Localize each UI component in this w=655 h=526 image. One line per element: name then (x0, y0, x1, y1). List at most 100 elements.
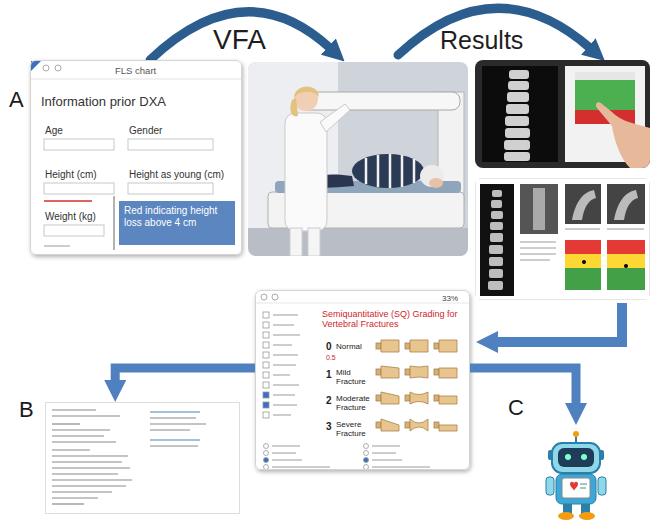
vertebra-figure (376, 392, 399, 404)
vfa-photo (320, 104, 350, 132)
results-screen-photo (575, 80, 635, 110)
vertebra-figure (405, 369, 410, 375)
zoom-level: 33% (442, 294, 458, 303)
results-report-image (582, 260, 586, 264)
field-label: Height (cm) (45, 169, 97, 181)
results-screen-photo (504, 70, 530, 161)
sq-grading-form (264, 465, 269, 470)
flow-arrow (498, 303, 622, 342)
results-report-image (491, 200, 502, 208)
report-page (52, 473, 118, 474)
vertebra-figure (405, 422, 410, 428)
results-report-image (489, 245, 503, 254)
robot-illustration (598, 477, 606, 495)
sq-grading-form (264, 451, 269, 456)
results-screen-photo (475, 60, 650, 168)
report-page (52, 455, 128, 456)
results-screen-photo (482, 66, 558, 162)
robot-illustration (546, 431, 606, 520)
sq-grading-form (273, 315, 300, 415)
results-report-image (565, 229, 600, 230)
sq-grading-form (272, 459, 302, 461)
vfa-photo (290, 228, 302, 256)
vertebra-figure (405, 343, 410, 349)
report-page (52, 441, 116, 442)
curved-arrow (398, 8, 590, 55)
robot-illustration (558, 448, 594, 467)
vertebra-figure (434, 422, 457, 431)
flow-arrow (498, 303, 622, 342)
results-report-image (624, 264, 628, 268)
report-page (52, 415, 120, 416)
fls-chart-form (30, 60, 242, 255)
sq-grading-form (372, 445, 400, 447)
vertebra-figure (405, 395, 410, 401)
fls-chart-form (44, 200, 92, 202)
vertebra-figure (376, 395, 381, 401)
sq-grading-form (364, 458, 369, 463)
vfa-photo (248, 228, 468, 256)
robot-illustration (558, 512, 574, 520)
report-page (52, 410, 206, 504)
sq-grading-form (264, 444, 269, 449)
report-page (52, 491, 112, 492)
results-screen-photo (506, 104, 529, 114)
vertebra-figure (439, 425, 457, 431)
sq-grading-form (364, 451, 369, 456)
report-page (150, 429, 190, 430)
results-screen-photo (505, 116, 529, 126)
grade-number: 3 (326, 421, 332, 433)
results-report-image (565, 184, 601, 224)
section-heading: Information prior DXA (41, 95, 166, 110)
vfa-photo (377, 155, 380, 187)
robot-illustration (581, 454, 587, 460)
sq-grading-form (272, 466, 330, 468)
vfa-photo (308, 228, 320, 256)
report-page (150, 417, 196, 418)
panel-letter: A (9, 87, 24, 112)
vertebra-figure (405, 366, 428, 378)
sq-grading-form (273, 414, 291, 416)
results-report-image (607, 240, 645, 254)
robot-illustration (573, 431, 579, 437)
vertebra-figure (410, 366, 428, 378)
sq-grading-form (261, 294, 267, 300)
sq-grading-window: 33%Semiquantitative (SQ) Grading for Ver… (255, 290, 470, 470)
results-report-image (492, 190, 502, 197)
sq-grading-form (263, 312, 269, 318)
sq-grading-form (273, 344, 292, 346)
results-report-image (565, 240, 601, 254)
report-page (52, 503, 84, 504)
sq-grading-form (372, 466, 430, 468)
panel-letter: B (19, 397, 34, 422)
vertebra-figure (434, 395, 457, 404)
fls-chart-form (44, 183, 114, 194)
vertebra-figure (439, 396, 457, 404)
vfa-photo (248, 62, 468, 256)
window-title: FLS chart (115, 66, 156, 77)
robot-illustration (562, 478, 590, 498)
field-label: Gender (129, 125, 162, 137)
robot-illustration (552, 443, 600, 473)
note-box: Red indicating height loss above 4 cm (119, 201, 235, 245)
report-page (150, 445, 198, 446)
results-report-image (488, 281, 503, 290)
sq-grading-form (372, 459, 402, 461)
sq-grading-form (256, 303, 469, 304)
sq-grading-form (255, 290, 470, 470)
robot-figure: C (538, 425, 614, 522)
vertebra-figure (410, 419, 428, 431)
results-report-image (520, 260, 550, 261)
sq-grading-form (273, 374, 290, 376)
step-label: Results (440, 26, 523, 55)
results-report-image (489, 269, 503, 278)
sq-grading-form (263, 392, 269, 398)
results-report-image (607, 268, 645, 290)
sq-grading-form (263, 342, 269, 348)
sq-grading-form (273, 354, 298, 356)
sq-grading-form (263, 362, 269, 368)
sq-grading-form (272, 446, 430, 467)
sq-grading-form (263, 412, 269, 418)
